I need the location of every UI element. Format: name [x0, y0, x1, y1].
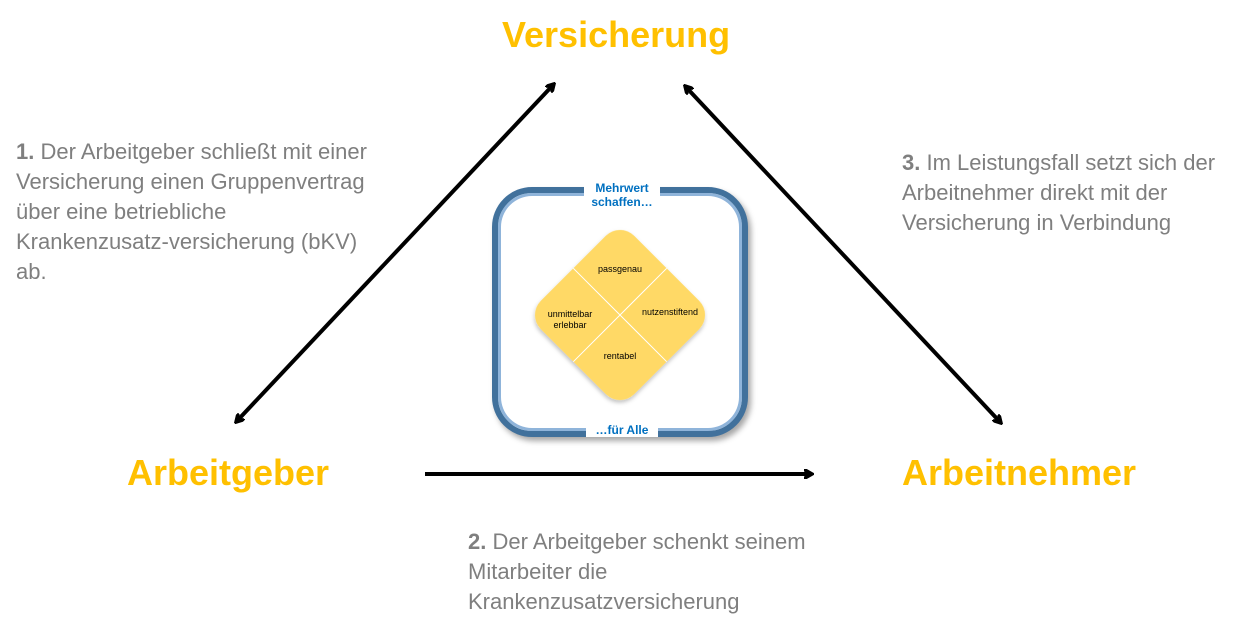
step-3-text: 3. Im Leistungsfall setzt sich der Arbei… [902, 148, 1232, 238]
step-2-description: Der Arbeitgeber schenkt seinem Mitarbeit… [468, 529, 806, 614]
step-3-description: Im Leistungsfall setzt sich der Arbeitne… [902, 150, 1216, 235]
step-1-description: Der Arbeitgeber schließt mit einer Versi… [16, 139, 367, 284]
arrow-arbeitgeber-versicherung [236, 84, 554, 422]
quadrant-rentabel: rentabel [603, 351, 637, 361]
step-3-number: 3. [902, 150, 921, 175]
step-1-number: 1. [16, 139, 35, 164]
frame-caption-bottom: …für Alle [586, 423, 658, 437]
step-2-number: 2. [468, 529, 487, 554]
diamond-divider-2 [572, 267, 668, 363]
node-arbeitnehmer: Arbeitnehmer [902, 452, 1137, 493]
quadrant-passgenau: passgenau [597, 264, 643, 274]
quadrant-nutzenstiftend: nutzenstiftend [641, 307, 699, 317]
step-1-text: 1. Der Arbeitgeber schließt mit einer Ve… [16, 137, 376, 287]
step-2-text: 2. Der Arbeitgeber schenkt seinem Mitarb… [468, 527, 828, 617]
node-arbeitgeber: Arbeitgeber [127, 452, 330, 493]
value-diamond [534, 229, 706, 401]
node-versicherung: Versicherung [502, 14, 731, 55]
arrow-versicherung-arbeitnehmer [685, 86, 1001, 423]
